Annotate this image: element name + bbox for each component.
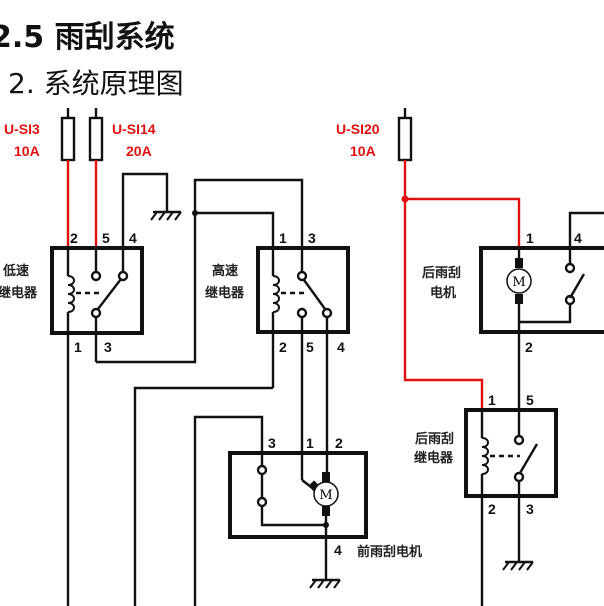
fuse-u-si14 [88,108,104,162]
component-label: 继电器 [205,285,245,301]
section-title: 2.5 雨刮系统 [0,20,175,55]
fuse-name: U-SI14 [112,121,156,137]
pin-label: 1 [74,339,82,355]
component-label: 低速 [2,263,29,279]
ground-symbol [149,210,183,222]
pin-label: 1 [279,230,287,246]
pin-label: 1 [306,435,314,451]
fuse-name: U-SI20 [336,121,380,137]
pin-label: 4 [574,230,582,246]
pin-label: 3 [268,435,276,451]
ground-symbol [501,560,535,572]
fuse-rating: 10A [350,143,376,159]
motor-symbol: M [319,488,332,503]
pin-label: 5 [102,230,110,246]
pin-label: 2 [70,230,78,246]
pin-label: 4 [337,339,345,355]
fuse-rating: 20A [126,143,152,159]
component-label: 继电器 [414,450,454,466]
fuse-name: U-SI3 [4,121,40,137]
fuse-rating: 10A [14,143,40,159]
pin-label: 3 [526,501,534,517]
motor-symbol: M [512,275,525,290]
rear-wiper-relay [464,408,558,606]
component-label: 电机 [430,285,456,301]
component-label: 前雨刮电机 [357,544,422,560]
ground-symbol [308,578,342,590]
pin-label: 2 [335,435,343,451]
pin-label: 5 [306,339,314,355]
component-label: 后雨刮 [415,431,454,447]
component-label: 继电器 [0,285,38,301]
power-wires [66,160,521,410]
component-label: 后雨刮 [422,265,461,281]
component-label: 高速 [212,263,238,279]
pin-label: 4 [334,542,342,558]
pin-label: 4 [129,230,137,246]
fuse-u-si20 [397,108,413,162]
pin-label: 3 [308,230,316,246]
front-wiper-motor: M [228,451,368,580]
pin-label: 5 [526,392,534,408]
low-speed-relay [50,246,144,606]
pin-label: 3 [104,339,112,355]
pin-label: 2 [488,501,496,517]
fuse-u-si3 [60,108,76,162]
pin-label: 2 [279,339,287,355]
pin-label: 1 [488,392,496,408]
rear-wiper-motor: M [479,211,604,410]
pin-label: 1 [526,230,534,246]
pin-label: 2 [525,339,533,355]
section-subtitle: 2. 系统原理图 [8,67,184,100]
